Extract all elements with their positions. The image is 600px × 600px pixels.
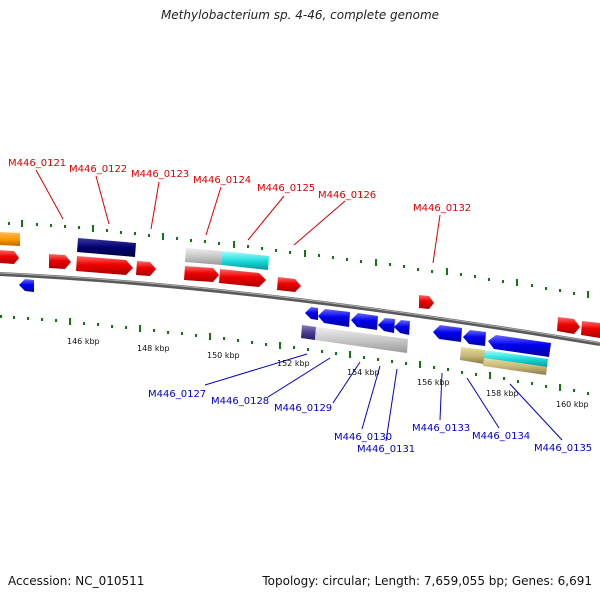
cds-arrow[interactable] (351, 313, 378, 330)
reverse-features (19, 279, 551, 375)
cds-arrow[interactable] (0, 250, 19, 264)
cds-arrow[interactable] (419, 295, 434, 309)
accession-text: Accession: NC_010511 (8, 574, 145, 588)
gene-block-navy[interactable] (77, 238, 136, 257)
gene-label-reverse[interactable]: M446_0127 (148, 389, 206, 400)
outer-tick-ring (8, 220, 589, 298)
gene-label-forward[interactable]: M446_0122 (69, 164, 127, 175)
genome-summary-text: Topology: circular; Length: 7,659,055 bp… (262, 574, 592, 588)
forward-features (0, 232, 600, 338)
tick-label: 148 kbp (137, 344, 170, 353)
gene-label-forward[interactable]: M446_0126 (318, 190, 376, 201)
gene-block-purple[interactable] (301, 325, 316, 340)
cds-arrow[interactable] (305, 307, 318, 320)
tick-label: 152 kbp (277, 359, 310, 368)
gene-label-reverse[interactable]: M446_0128 (211, 396, 269, 407)
tick-label: 154 kbp (347, 368, 380, 377)
cds-arrow[interactable] (581, 321, 600, 338)
gene-label-forward[interactable]: M446_0132 (413, 203, 471, 214)
cds-arrow[interactable] (184, 266, 219, 282)
gene-label-forward[interactable]: M446_0121 (8, 158, 66, 169)
cds-arrow[interactable] (318, 309, 350, 327)
cds-arrow[interactable] (378, 318, 395, 333)
gene-block-tan[interactable] (483, 358, 547, 375)
gene-block-gray[interactable] (315, 327, 408, 353)
cds-arrow[interactable] (557, 317, 580, 334)
genome-backbone (0, 272, 600, 346)
gene-block-cyan[interactable] (484, 350, 548, 367)
gene-block-cyan[interactable] (222, 251, 269, 270)
gene-label-reverse[interactable]: M446_0131 (357, 444, 415, 455)
gene-label-reverse[interactable]: M446_0134 (472, 431, 530, 442)
gene-label-reverse[interactable]: M446_0133 (412, 423, 470, 434)
cds-arrow[interactable] (49, 254, 71, 269)
gene-block-gray[interactable] (185, 248, 222, 265)
cds-arrow[interactable] (19, 279, 34, 292)
gene-label-reverse[interactable]: M446_0135 (534, 443, 592, 454)
gene-label-reverse[interactable]: M446_0130 (334, 432, 392, 443)
map-title: Methylobacterium sp. 4-46, complete geno… (160, 8, 440, 22)
cds-arrow[interactable] (219, 269, 266, 287)
reverse-leader-lines (204, 353, 563, 442)
cds-arrow[interactable] (277, 277, 301, 292)
tick-label: 146 kbp (67, 337, 100, 346)
gene-label-forward[interactable]: M446_0125 (257, 183, 315, 194)
cds-arrow[interactable] (463, 330, 486, 346)
cds-arrow[interactable] (433, 325, 462, 342)
cds-arrow[interactable] (76, 256, 133, 275)
forward-leader-lines (35, 169, 441, 264)
cds-arrow[interactable] (136, 261, 156, 276)
tick-label: 158 kbp (486, 389, 519, 398)
gene-block-tan[interactable] (460, 347, 485, 364)
cds-arrow[interactable] (488, 335, 551, 357)
gene-label-reverse[interactable]: M446_0129 (274, 403, 332, 414)
gene-label-forward[interactable]: M446_0123 (131, 169, 189, 180)
tick-label: 156 kbp (417, 378, 450, 387)
cds-arrow[interactable] (0, 232, 20, 246)
tick-label: 160 kbp (556, 400, 589, 409)
gene-label-forward[interactable]: M446_0124 (193, 175, 251, 186)
tick-label: 150 kbp (207, 351, 240, 360)
inner-tick-ring (0, 315, 589, 395)
cds-arrow[interactable] (394, 320, 410, 335)
